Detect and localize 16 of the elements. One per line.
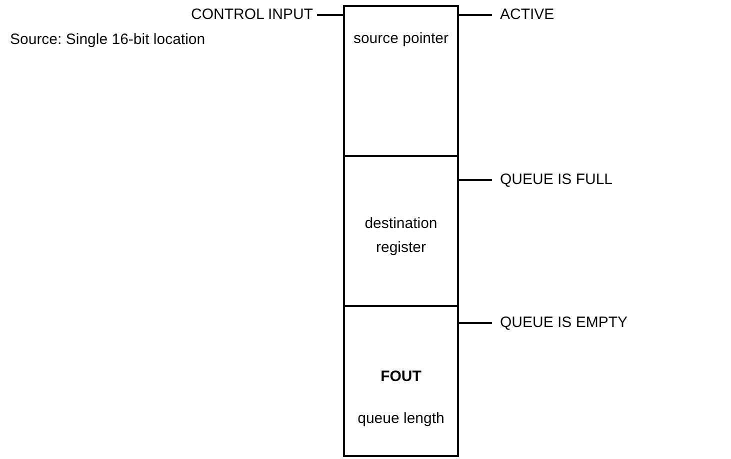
block-label: queue length <box>356 409 446 429</box>
pin-label: CONTROL INPUT <box>191 6 313 24</box>
pin-label: QUEUE IS FULL <box>500 171 613 189</box>
block-name: FOUT <box>380 367 422 387</box>
block-section <box>343 155 459 307</box>
pin-line <box>317 14 343 16</box>
block-label: destination register <box>364 214 438 258</box>
note-text: Source: Single 16-bit location <box>10 31 206 49</box>
pin-line <box>459 14 492 16</box>
block-label: source pointer <box>352 29 450 49</box>
pin-line <box>459 179 492 181</box>
block-section <box>343 305 459 457</box>
pin-line <box>459 322 492 324</box>
pin-label: QUEUE IS EMPTY <box>500 314 628 332</box>
pin-label: ACTIVE <box>500 6 554 24</box>
block-section <box>343 5 459 157</box>
